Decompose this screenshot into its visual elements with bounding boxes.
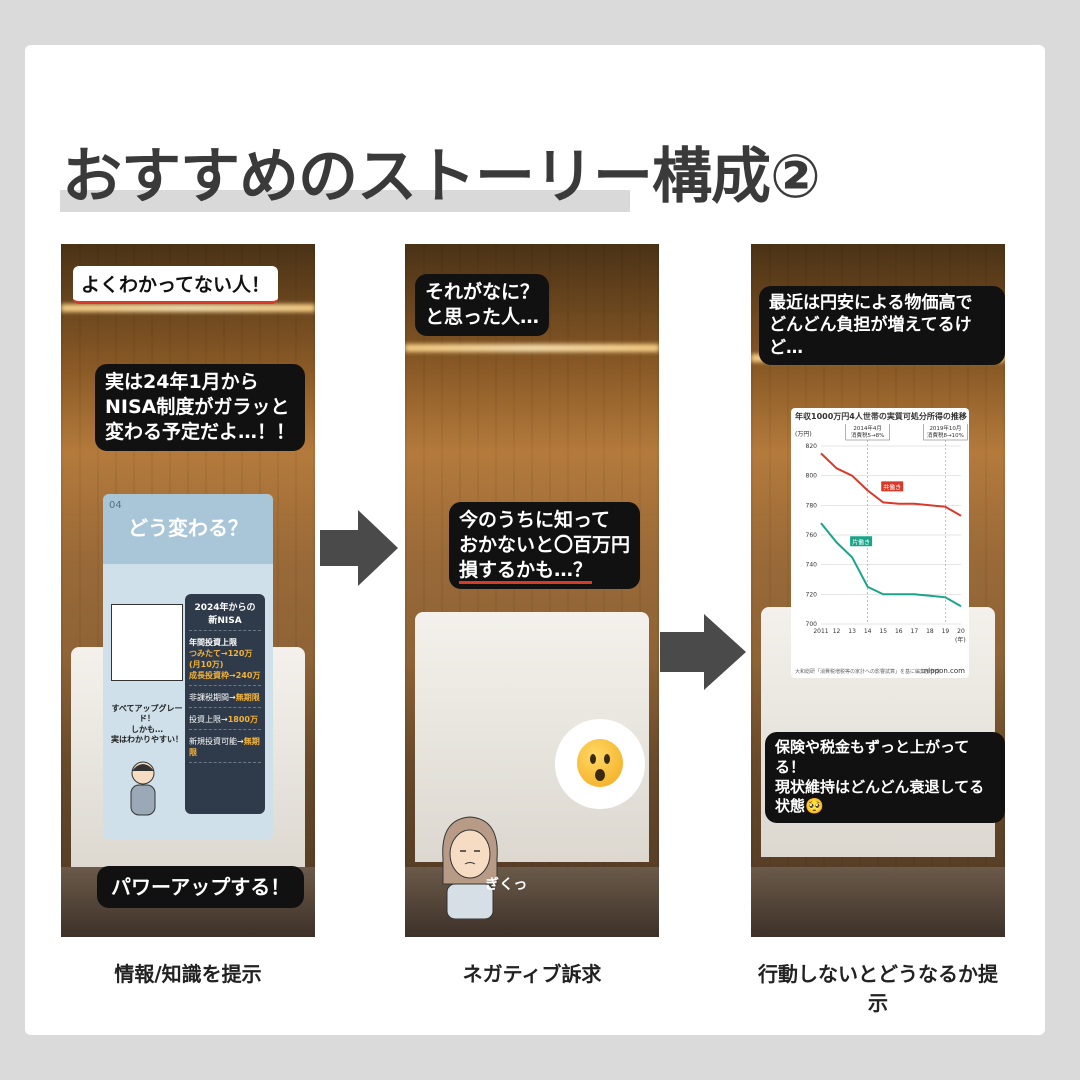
status-bubble: 保険や税金もずっと上がってる！ 現状維持はどんどん衰退してる状態🥺 [765,732,1005,824]
info-bubble-line: 実は24年1月から [105,371,259,393]
warning-bubble-line: 今のうちに知って [459,509,611,531]
highlight-label: よくわかってない人！ [73,266,279,304]
ceiling-light [61,304,315,312]
x-tick-label: 15 [879,628,887,635]
panel-row-label: 投資上限→ [189,715,228,724]
y-tick-label: 740 [806,562,818,569]
info-bubble-line: NISA制度がガラッと [105,396,290,419]
price-bubble: 最近は円安による物価高で どんどん負担が増えてるけど… [759,286,1005,366]
panel-row-value: つみたて→120万(月10万) [189,649,253,669]
price-bubble-line: 最近は円安による物価高で [769,293,973,313]
surprised-face-icon [577,739,623,787]
annotation-box [845,424,890,441]
caption-2: ネガティブ訴求 [462,962,602,986]
panel-row-value: 成長投資枠→240万 [189,671,261,680]
nisa-note-line: しかも… [131,724,163,734]
panel-head-line: 2024年からの [194,603,256,613]
panel-row-label: 新規投資可能→ [189,737,244,746]
series-label-box [850,536,873,547]
annotation-label: 2014年4月 [853,424,882,432]
y-tick-label: 800 [806,473,818,480]
page-title: おすすめのストーリー構成② [62,142,821,212]
x-axis-label: (年) [955,636,966,644]
series-line [820,522,962,608]
nisa-note-line: 実はわかりやすい！ [111,735,183,745]
income-chart-card: 年収1000万円4人世帯の実質可処分所得の推移 (万円) (年) 700 720 740… [791,408,969,678]
title-underline-band [60,190,630,212]
panel-row-label: 年間投資上限 [189,638,237,647]
x-tick-label: 14 [864,628,872,635]
series-label: 共働き [883,483,901,491]
y-axis-label: (万円) [795,431,812,438]
reaction-text: ぎくっ [485,877,528,893]
status-bubble-line: 現状維持はどんどん衰退してる状態🥺 [775,777,985,816]
y-tick-label: 780 [806,502,818,509]
bench-image [751,867,1005,937]
x-tick-label: 13 [848,628,856,635]
series-line [820,452,962,517]
annotation-box [923,424,968,441]
nisa-card-header [103,494,273,564]
warning-bubble: 今のうちに知って おかないと〇百万円 損するかも…？ [449,502,641,590]
nisa-comparison-table [111,604,183,681]
x-tick-label: 17 [911,628,919,635]
panel-row-value: 1800万 [227,715,258,724]
story-panel-1: よくわかってない人！ 実は24年1月から NISA制度がガラッと 変わる予定だよ… [61,244,315,937]
nisa-info-card: 04 どう変わる？ 2024年からの 新NISA 年間投資上限 つみたて→120… [103,494,273,839]
y-tick-label: 700 [806,621,818,628]
annotation-label: 2019年10月 [929,424,961,432]
annotation-label: 消費税5→8% [851,431,884,439]
caption-3: 行動しないとどうなるか提示 [758,962,998,1015]
annotation-label: 消費税8→10% [927,431,964,439]
x-tick-label: 2011 [813,628,828,635]
chart-brand: nippon.com [923,667,965,675]
question-bubble: それがなに？ と思った人… [415,274,550,337]
x-tick-label: 12 [833,628,841,635]
story-panel-3: 最近は円安による物価高で どんどん負担が増えてるけど… 年収1000万円4人世帯… [751,244,1005,937]
y-tick-label: 720 [806,591,818,598]
girl-illustration [442,816,498,919]
panel-row-value: 無期限 [189,737,260,757]
warning-bubble-line: 損するかも…？ [459,559,593,585]
chart-source: 大和総研「消費税増税等の家計への影響試算」を基に編集部作成 [795,669,941,675]
question-bubble-line: と思った人… [425,306,540,329]
x-tick-label: 19 [942,628,950,635]
x-tick-label: 20 [957,628,965,635]
caption-1: 情報/知識を提示 [114,962,262,986]
y-tick-label: 760 [806,532,818,539]
y-tick-label: 820 [806,443,818,450]
surprised-emoji-bubble [555,719,645,809]
warning-bubble-line: おかないと〇百万円 [459,534,631,557]
panel-row-value: 無期限 [235,693,260,702]
status-bubble-line: 保険や税金もずっと上がってる！ [775,738,970,776]
nisa-page-number: 04 [109,500,122,511]
nisa-card-title: どう変わる？ [128,516,248,540]
chart-title: 年収1000万円4人世帯の実質可処分所得の推移 [795,412,967,421]
panel-row-label: 非課税期間→ [189,693,236,702]
x-tick-label: 18 [926,628,934,635]
nisa-note-line: すべてアップグレード！ [111,704,183,724]
story-panel-2: それがなに？ と思った人… 今のうちに知って おかないと〇百万円 損するかも…？… [405,244,659,937]
panel-head-line: 新NISA [208,616,242,626]
info-bubble: 実は24年1月から NISA制度がガラッと 変わる予定だよ…！！ [95,364,306,452]
ceiling-light [405,344,659,352]
info-bubble-line: 変わる予定だよ…！！ [105,421,296,444]
price-bubble-line: どんどん負担が増えてるけど… [769,315,972,358]
nisa-summary-panel: 2024年からの 新NISA 年間投資上限 つみたて→120万(月10万) 成長… [185,594,265,814]
person-illustration [130,761,156,816]
series-label: 片働き [852,538,870,546]
question-bubble-line: それがなに？ [425,281,540,303]
power-up-bubble: パワーアップする！ [97,866,305,909]
series-label-box [881,481,904,492]
nisa-note: すべてアップグレード！ しかも… 実はわかりやすい！ [111,704,183,746]
x-tick-label: 16 [895,628,903,635]
income-line-chart: (万円) (年) 700 720 740 760 780 800 820 2011 12 13 14 15… [795,424,968,644]
